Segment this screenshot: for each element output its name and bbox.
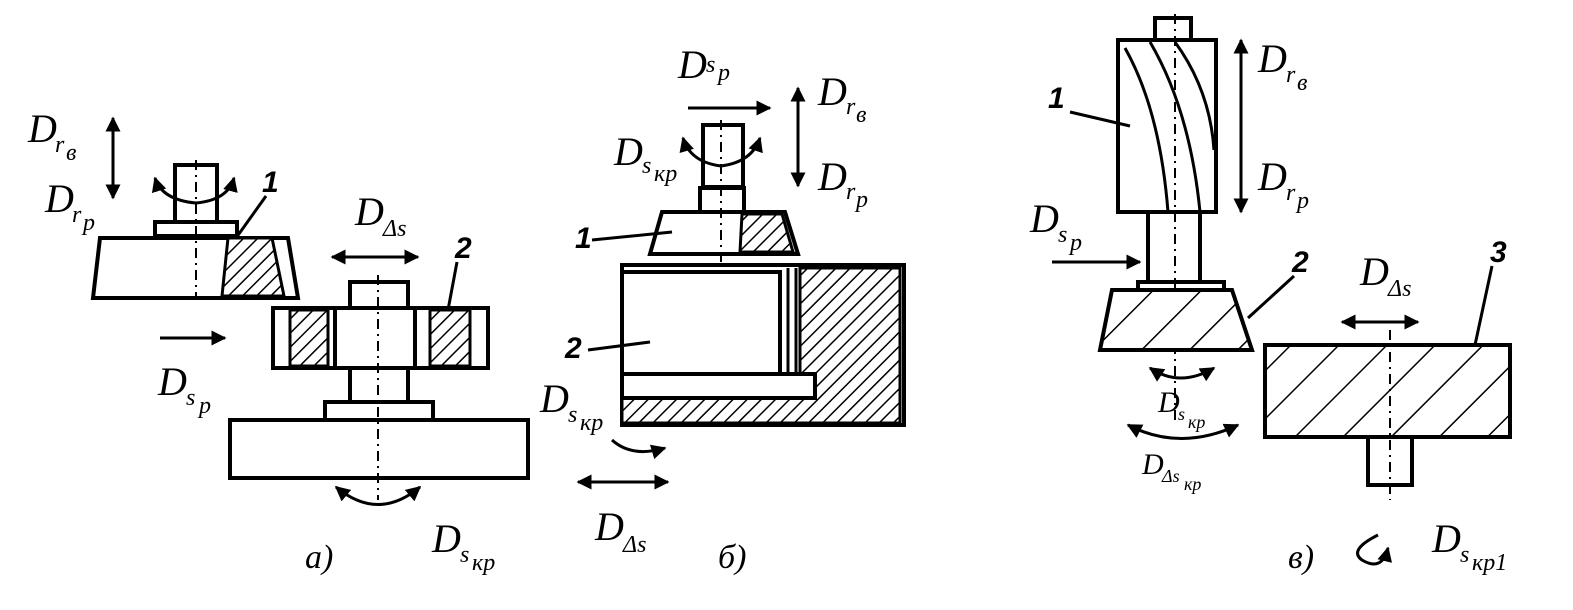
panel-a: D r в D r р 1 D Δs 2 D s р D s кр а)	[27, 106, 530, 576]
svg-text:s: s	[642, 153, 651, 179]
panel-a-caption: а)	[305, 539, 333, 576]
svg-text:s: s	[186, 385, 195, 411]
panel-c-part-3: 3	[1490, 236, 1507, 269]
panel-a-label-dr-v: D r в	[27, 106, 76, 166]
panel-c-circular-feed-arrow	[1126, 423, 1240, 440]
svg-text:r: r	[72, 202, 82, 228]
svg-text:r: r	[1286, 62, 1296, 88]
panel-a-part-1: 1	[262, 166, 279, 199]
panel-b-label-dr-v: D r в	[817, 69, 866, 128]
panel-a-label-d-delta-s: D Δs	[354, 189, 406, 242]
svg-text:D: D	[354, 189, 384, 234]
panel-a-circular-feed-arrow	[334, 485, 422, 506]
panel-c-label-d-delta-s: D Δs	[1359, 249, 1411, 302]
panel-c-label-dr-v: D r в	[1257, 36, 1307, 96]
panel-b-label-ds-kr-top: D s кр	[613, 129, 677, 187]
svg-text:D: D	[157, 359, 187, 404]
svg-text:s: s	[1178, 404, 1185, 424]
svg-text:р: р	[1068, 230, 1082, 256]
svg-text:кр: кр	[1184, 474, 1201, 494]
svg-text:r: r	[846, 94, 856, 120]
panel-a-label-ds-kr: D s кр	[431, 516, 495, 576]
panel-a-spindle-rotation-arrow	[151, 176, 238, 205]
panel-c: 1 D r в D r р D s р 2 D Δs 3 D s кр	[1029, 14, 1512, 576]
panel-c-label-ds-kr1: D s кр1	[1431, 516, 1507, 576]
panel-c-hob-tool	[1116, 16, 1226, 296]
panel-c-workpiece-rotation-arrow	[1356, 533, 1392, 566]
svg-text:D: D	[613, 129, 643, 174]
svg-text:s: s	[706, 52, 715, 78]
panel-a-workpiece-gear	[228, 275, 530, 500]
panel-b: D s р D r в D s кр D r р 1 2 D s кр D	[539, 42, 906, 576]
svg-text:D: D	[1359, 249, 1389, 294]
svg-text:D: D	[44, 176, 74, 221]
panel-b-spindle-rotation-arrow	[679, 136, 763, 168]
svg-text:кр: кр	[472, 550, 495, 576]
panel-c-label-ds-kr: D s кр	[1157, 386, 1205, 432]
panel-c-gear-2	[1097, 288, 1255, 352]
svg-text:р: р	[716, 60, 730, 86]
panel-b-circular-feed-arrow	[610, 438, 667, 460]
svg-text:s: s	[1460, 542, 1469, 568]
svg-text:D: D	[594, 504, 624, 549]
panel-a-shaving-cutter	[90, 160, 301, 300]
svg-text:D: D	[539, 376, 569, 421]
panel-b-part-2: 2	[564, 332, 582, 365]
svg-text:r: r	[55, 132, 65, 158]
svg-text:р: р	[197, 393, 211, 419]
panel-c-workpiece-3	[1263, 330, 1512, 500]
svg-text:D: D	[1141, 448, 1164, 481]
panel-b-caption: б)	[718, 539, 746, 576]
svg-text:D: D	[27, 106, 57, 151]
svg-text:кр: кр	[1188, 412, 1205, 432]
svg-text:Δs: Δs	[1161, 466, 1180, 486]
svg-text:D: D	[817, 154, 847, 199]
panel-a-label-ds-p: D s р	[157, 359, 211, 419]
svg-text:D: D	[431, 516, 461, 561]
panel-c-label-ds-p: D s р	[1029, 196, 1082, 256]
panel-b-label-ds-p: D s р	[677, 42, 730, 87]
svg-text:D: D	[1029, 196, 1059, 241]
svg-text:s: s	[1058, 222, 1067, 248]
svg-text:D: D	[1257, 36, 1287, 81]
svg-text:r: r	[1286, 180, 1296, 206]
svg-text:Δs: Δs	[1387, 276, 1411, 302]
panel-b-part-1: 1	[575, 222, 592, 255]
svg-text:р: р	[854, 187, 868, 213]
panel-a-part-2: 2	[454, 232, 472, 265]
svg-text:s: s	[568, 402, 577, 428]
panel-b-workpiece-internal-gear	[620, 263, 906, 427]
svg-text:D: D	[1257, 154, 1287, 199]
svg-text:р: р	[1295, 188, 1309, 214]
svg-text:D: D	[1157, 386, 1180, 419]
svg-text:кр1: кр1	[1472, 550, 1507, 576]
panel-b-label-dr-p: D r р	[817, 154, 868, 213]
panel-a-label-dr-p: D r р	[44, 176, 95, 236]
svg-text:D: D	[1431, 516, 1461, 561]
panel-c-label-d-delta-s-kr: D Δs кр	[1141, 448, 1201, 494]
panel-c-label-dr-p: D r р	[1257, 154, 1309, 214]
svg-text:кр: кр	[654, 161, 677, 187]
svg-text:в: в	[856, 102, 866, 128]
svg-text:r: r	[846, 179, 856, 205]
panel-c-caption: в)	[1288, 539, 1314, 576]
svg-text:D: D	[817, 69, 847, 114]
svg-text:s: s	[460, 542, 469, 568]
svg-text:р: р	[81, 210, 95, 236]
panel-c-small-rotation-arrow	[1148, 366, 1216, 382]
svg-text:D: D	[677, 42, 707, 87]
panel-b-label-ds-kr: D s кр	[539, 376, 603, 436]
svg-text:кр: кр	[580, 410, 603, 436]
svg-text:в: в	[1297, 70, 1307, 96]
panel-b-label-d-delta-s: D Δs	[594, 504, 646, 558]
panel-c-part-2: 2	[1291, 246, 1309, 279]
svg-text:Δs: Δs	[382, 216, 406, 242]
svg-text:в: в	[66, 140, 76, 166]
svg-text:Δs: Δs	[622, 532, 646, 558]
panel-c-part-1: 1	[1048, 82, 1065, 115]
panel-b-shaving-cutter	[647, 120, 801, 272]
